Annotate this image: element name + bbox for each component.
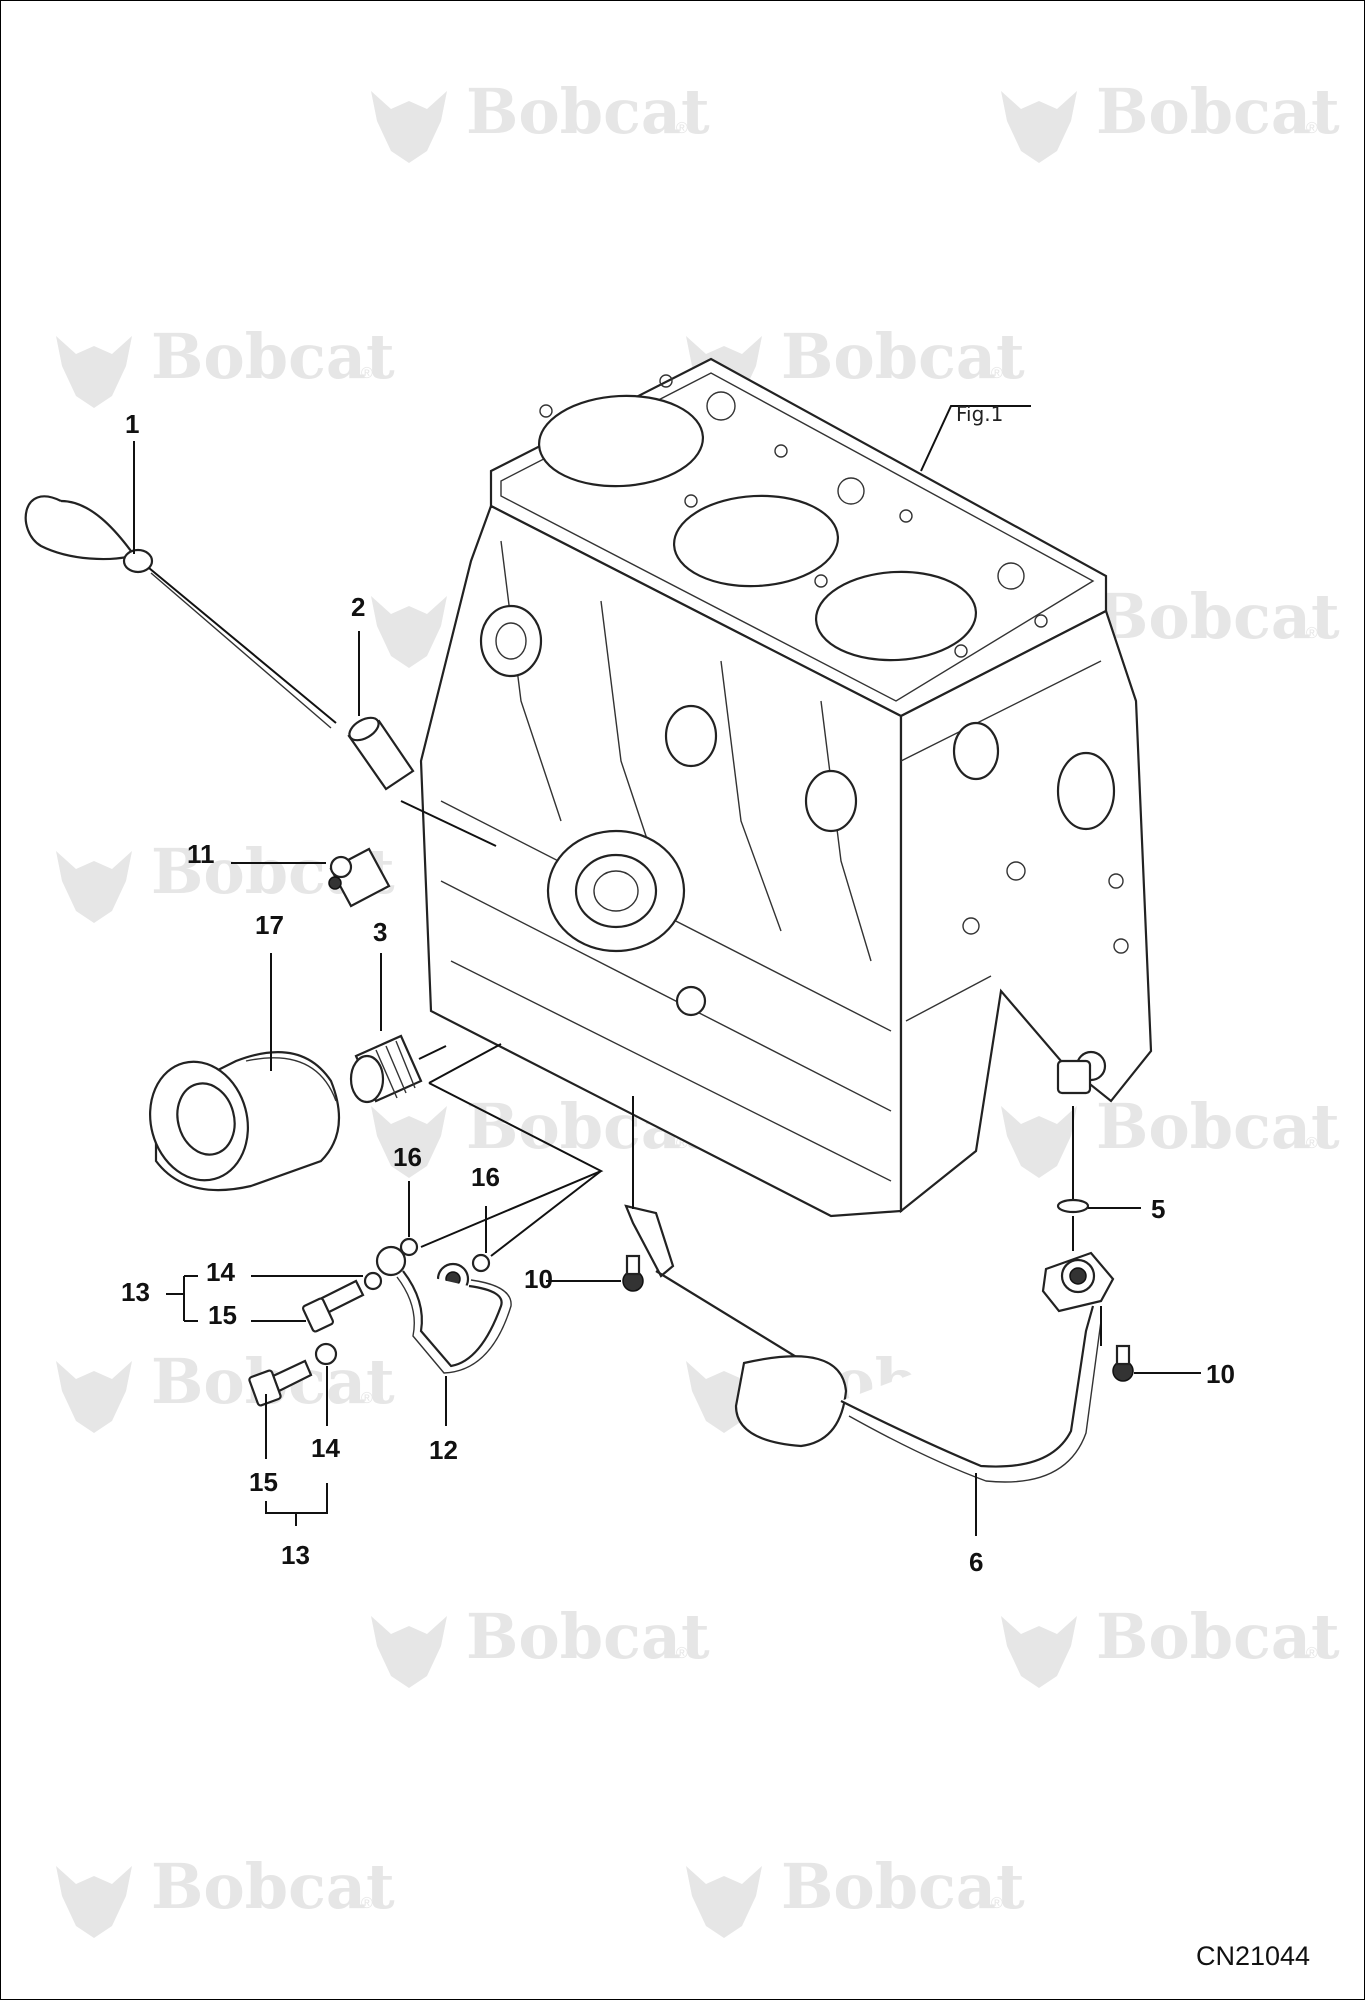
bolt-15-upper <box>302 1279 365 1333</box>
callout-12: 12 <box>429 1435 458 1465</box>
svg-text:®: ® <box>361 1895 373 1912</box>
callout-11: 11 <box>187 839 215 869</box>
svg-text:®: ® <box>1306 1645 1318 1662</box>
watermark: Bobcat ® <box>686 1850 1025 1938</box>
fastener-set <box>248 1237 491 1407</box>
callout-14-lower: 14 <box>311 1433 340 1463</box>
oil-pressure-switch <box>328 847 391 908</box>
figure-reference: Fig.1 <box>956 402 1003 426</box>
callout-13-upper: 13 <box>121 1277 150 1307</box>
callout-10-left: 10 <box>524 1264 553 1294</box>
svg-text:®: ® <box>1306 1135 1318 1152</box>
svg-text:Bobcat: Bobcat <box>151 320 395 393</box>
watermark: Bobcat ® <box>56 1850 395 1938</box>
svg-text:®: ® <box>676 120 688 137</box>
callout-6: 6 <box>969 1547 983 1577</box>
svg-text:®: ® <box>361 1390 373 1407</box>
callout-17: 17 <box>255 910 284 940</box>
bolt-10-left <box>622 1254 644 1292</box>
svg-text:Bobcat: Bobcat <box>781 1850 1025 1923</box>
callout-2: 2 <box>351 592 365 622</box>
svg-text:®: ® <box>991 1895 1003 1912</box>
callouts: 1 2 11 17 3 16 16 14 13 15 14 15 13 12 1… <box>121 402 1235 1577</box>
leader-lines <box>133 405 1201 1536</box>
callout-14-upper: 14 <box>206 1257 235 1287</box>
callout-16-left: 16 <box>393 1142 422 1172</box>
filter-nipple <box>349 1034 447 1104</box>
callout-10-right: 10 <box>1206 1359 1235 1389</box>
svg-text:Bobcat: Bobcat <box>1096 580 1340 653</box>
watermark: Bobcat ® <box>56 1345 395 1433</box>
washer-16-right <box>471 1253 491 1273</box>
svg-text:®: ® <box>1306 120 1318 137</box>
watermark: Bobcat ® <box>371 1600 710 1688</box>
watermark: Bobcat ® <box>1001 75 1340 163</box>
cylinder-bore-2 <box>672 494 840 588</box>
callout-16-right: 16 <box>471 1162 500 1192</box>
watermark: Bobcat ® <box>371 75 710 163</box>
cylinder-bore-1 <box>537 394 705 488</box>
svg-text:Bobcat: Bobcat <box>151 1850 395 1923</box>
callout-15-lower: 15 <box>249 1467 278 1497</box>
callout-1: 1 <box>125 409 139 439</box>
svg-text:Bobcat: Bobcat <box>466 75 710 148</box>
svg-text:Bobcat: Bobcat <box>1096 1090 1340 1163</box>
washer-16-left <box>399 1237 419 1257</box>
svg-text:Bobcat: Bobcat <box>1096 75 1340 148</box>
dipstick <box>24 495 337 729</box>
callout-15-upper: 15 <box>208 1300 237 1330</box>
oil-strainer-pipe <box>622 1198 1134 1483</box>
watermark: Bobcat ® <box>56 320 395 408</box>
callout-3: 3 <box>373 917 387 947</box>
svg-text:®: ® <box>676 1645 688 1662</box>
o-ring-5 <box>1056 1198 1090 1214</box>
svg-text:®: ® <box>991 365 1003 382</box>
oil-filter <box>149 1050 341 1192</box>
washer-14-upper <box>363 1271 383 1291</box>
svg-text:®: ® <box>361 365 373 382</box>
svg-text:®: ® <box>1306 625 1318 642</box>
bolt-10-right <box>1112 1344 1134 1382</box>
watermark: Bobcat ® <box>1001 1090 1340 1178</box>
bolt-15-lower <box>248 1359 313 1407</box>
cylinder-bore-3 <box>814 570 978 662</box>
dipstick-guide <box>347 716 497 847</box>
svg-text:Bobcat: Bobcat <box>466 1600 710 1673</box>
oil-pipe <box>375 1245 512 1374</box>
drawing-code: CN21044 <box>1196 1941 1310 1971</box>
svg-text:Bobcat: Bobcat <box>781 320 1025 393</box>
callout-5: 5 <box>1151 1194 1165 1224</box>
callout-13-lower: 13 <box>281 1540 310 1570</box>
svg-text:Bobcat: Bobcat <box>1096 1600 1340 1673</box>
strainer-bracket <box>624 1204 675 1278</box>
watermark: Bobcat ® <box>1001 1600 1340 1688</box>
washer-14-lower <box>314 1342 338 1366</box>
engine-block <box>419 357 1153 1218</box>
strainer-body <box>734 1355 848 1448</box>
pipe-flange <box>1041 1251 1115 1313</box>
